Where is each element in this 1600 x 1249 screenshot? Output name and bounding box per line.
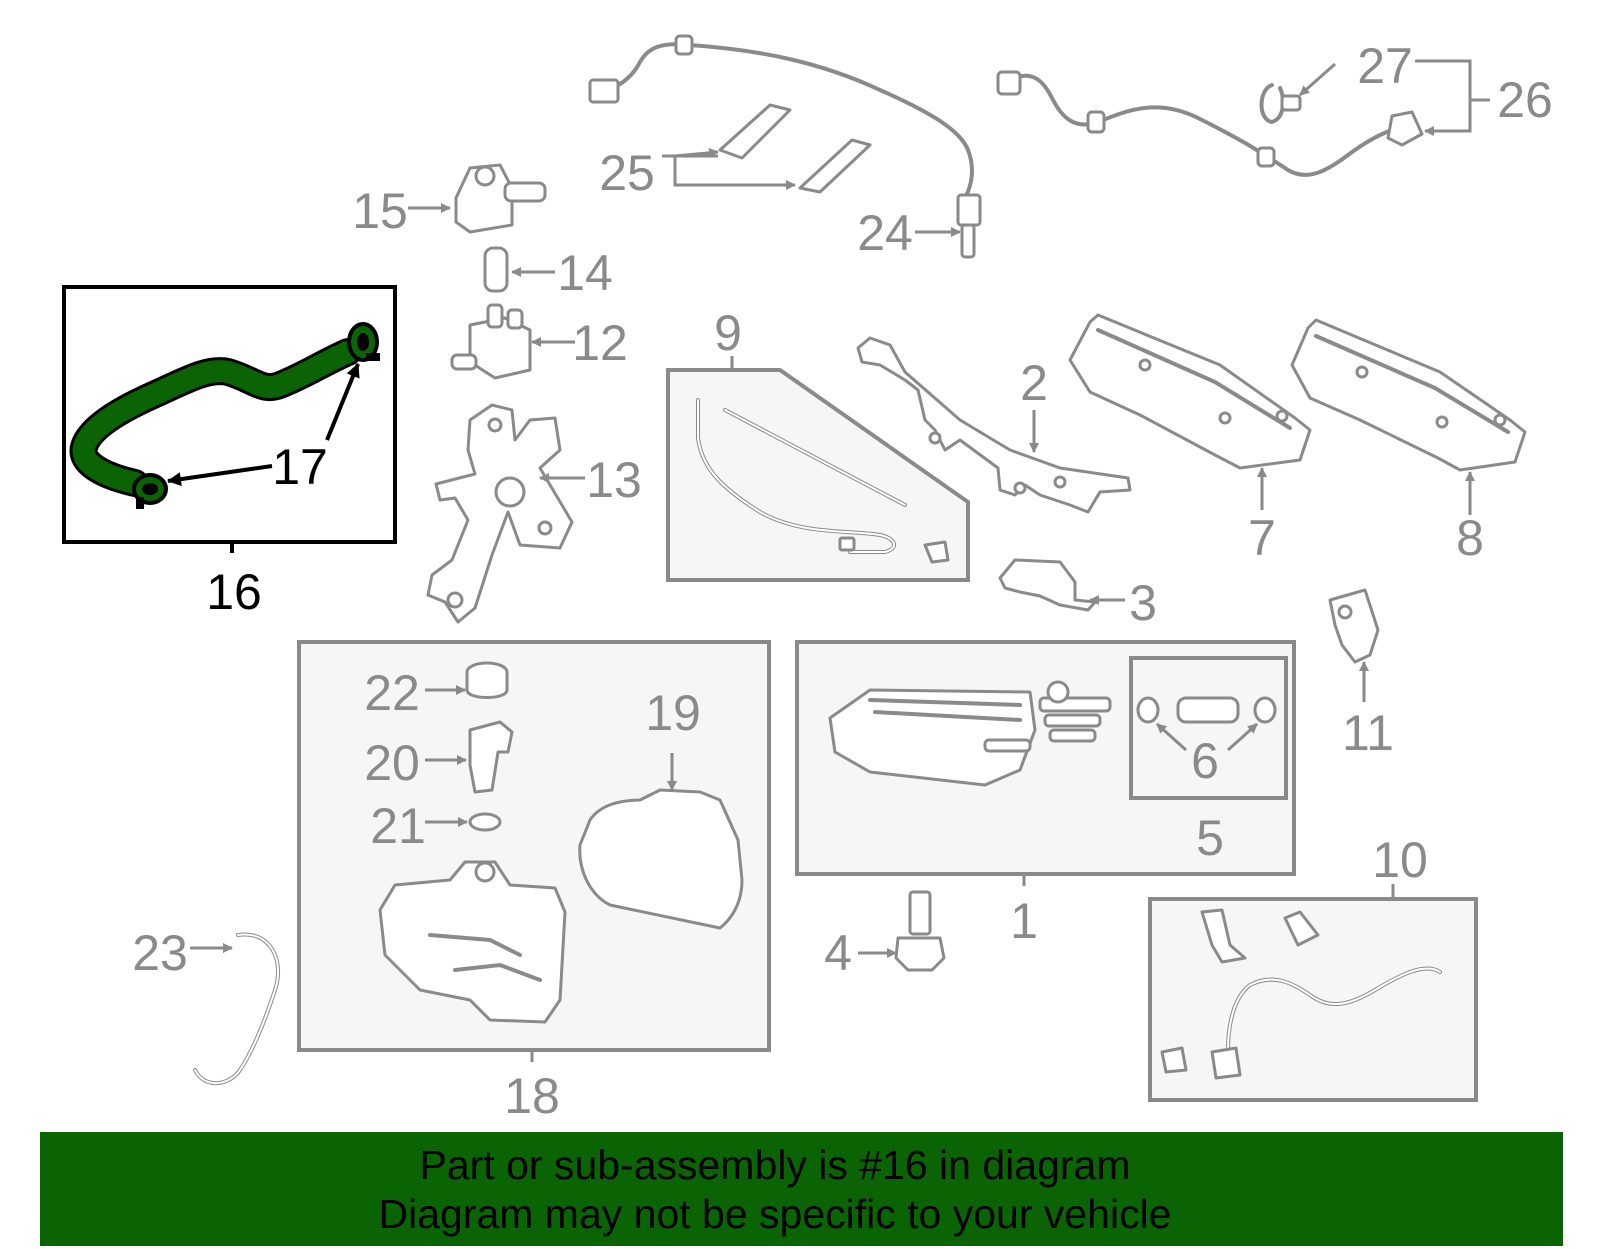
part-24-sensor[interactable]: [588, 34, 982, 259]
label-8: 8: [1456, 510, 1484, 566]
part-20-connector[interactable]: [468, 720, 514, 794]
label-20: 20: [364, 735, 420, 791]
part-19-gasket[interactable]: [578, 788, 744, 930]
label-11: 11: [1342, 705, 1394, 761]
part-2-bracket[interactable]: [856, 336, 1132, 514]
part-18-separator[interactable]: [378, 860, 567, 1024]
part-10-pipes[interactable]: [1160, 908, 1442, 1080]
label-9: 9: [714, 305, 742, 361]
label-23: 23: [132, 925, 188, 981]
label-4: 4: [824, 925, 852, 981]
part-4-bolt[interactable]: [894, 890, 946, 972]
part-22-cap[interactable]: [465, 661, 509, 699]
part-21-oring[interactable]: [468, 812, 502, 832]
label-21: 21: [370, 798, 426, 854]
label-5: 5: [1196, 810, 1224, 866]
label-16: 16: [206, 564, 262, 620]
label-22: 22: [364, 665, 420, 721]
part-7-shield[interactable]: [1068, 313, 1312, 470]
label-27: 27: [1357, 38, 1413, 94]
info-banner: Part or sub-assembly is #16 in diagram D…: [40, 1132, 1563, 1246]
label-7: 7: [1248, 510, 1276, 566]
label-13: 13: [586, 452, 642, 508]
label-19: 19: [645, 685, 701, 741]
part-6-valve[interactable]: [1136, 696, 1277, 724]
part-3-clip[interactable]: [998, 558, 1097, 612]
part-13-bracket[interactable]: [426, 403, 574, 624]
banner-line-1: Part or sub-assembly is #16 in diagram: [419, 1142, 1131, 1188]
label-17: 17: [272, 439, 328, 495]
part-1-canister[interactable]: [828, 680, 1112, 787]
clamp-17-lower[interactable]: [132, 473, 168, 509]
label-12: 12: [572, 315, 628, 371]
part-12-solenoid[interactable]: [450, 303, 532, 380]
part-14-cap[interactable]: [483, 246, 509, 293]
clamp-17-upper[interactable]: [347, 322, 380, 362]
label-6: 6: [1191, 733, 1219, 789]
part-8-shield[interactable]: [1290, 318, 1527, 472]
part-15-valve[interactable]: [454, 163, 547, 234]
part-26-sensor[interactable]: [996, 70, 1424, 177]
label-26: 26: [1497, 72, 1553, 128]
part-23-hose[interactable]: [193, 932, 281, 1086]
label-2: 2: [1020, 355, 1048, 411]
label-1: 1: [1010, 893, 1038, 949]
label-15: 15: [352, 183, 408, 239]
hose-16[interactable]: [69, 338, 362, 497]
label-25: 25: [599, 145, 655, 201]
label-10: 10: [1372, 832, 1428, 888]
part-9-pipes[interactable]: [696, 398, 950, 564]
label-24: 24: [857, 205, 913, 261]
label-3: 3: [1129, 575, 1157, 631]
part-25-clips[interactable]: [718, 103, 872, 194]
label-14: 14: [557, 245, 613, 301]
label-18: 18: [504, 1068, 560, 1124]
part-11-fitting[interactable]: [1328, 588, 1380, 664]
box-9: [666, 368, 970, 582]
banner-line-2: Diagram may not be specific to your vehi…: [378, 1191, 1172, 1237]
